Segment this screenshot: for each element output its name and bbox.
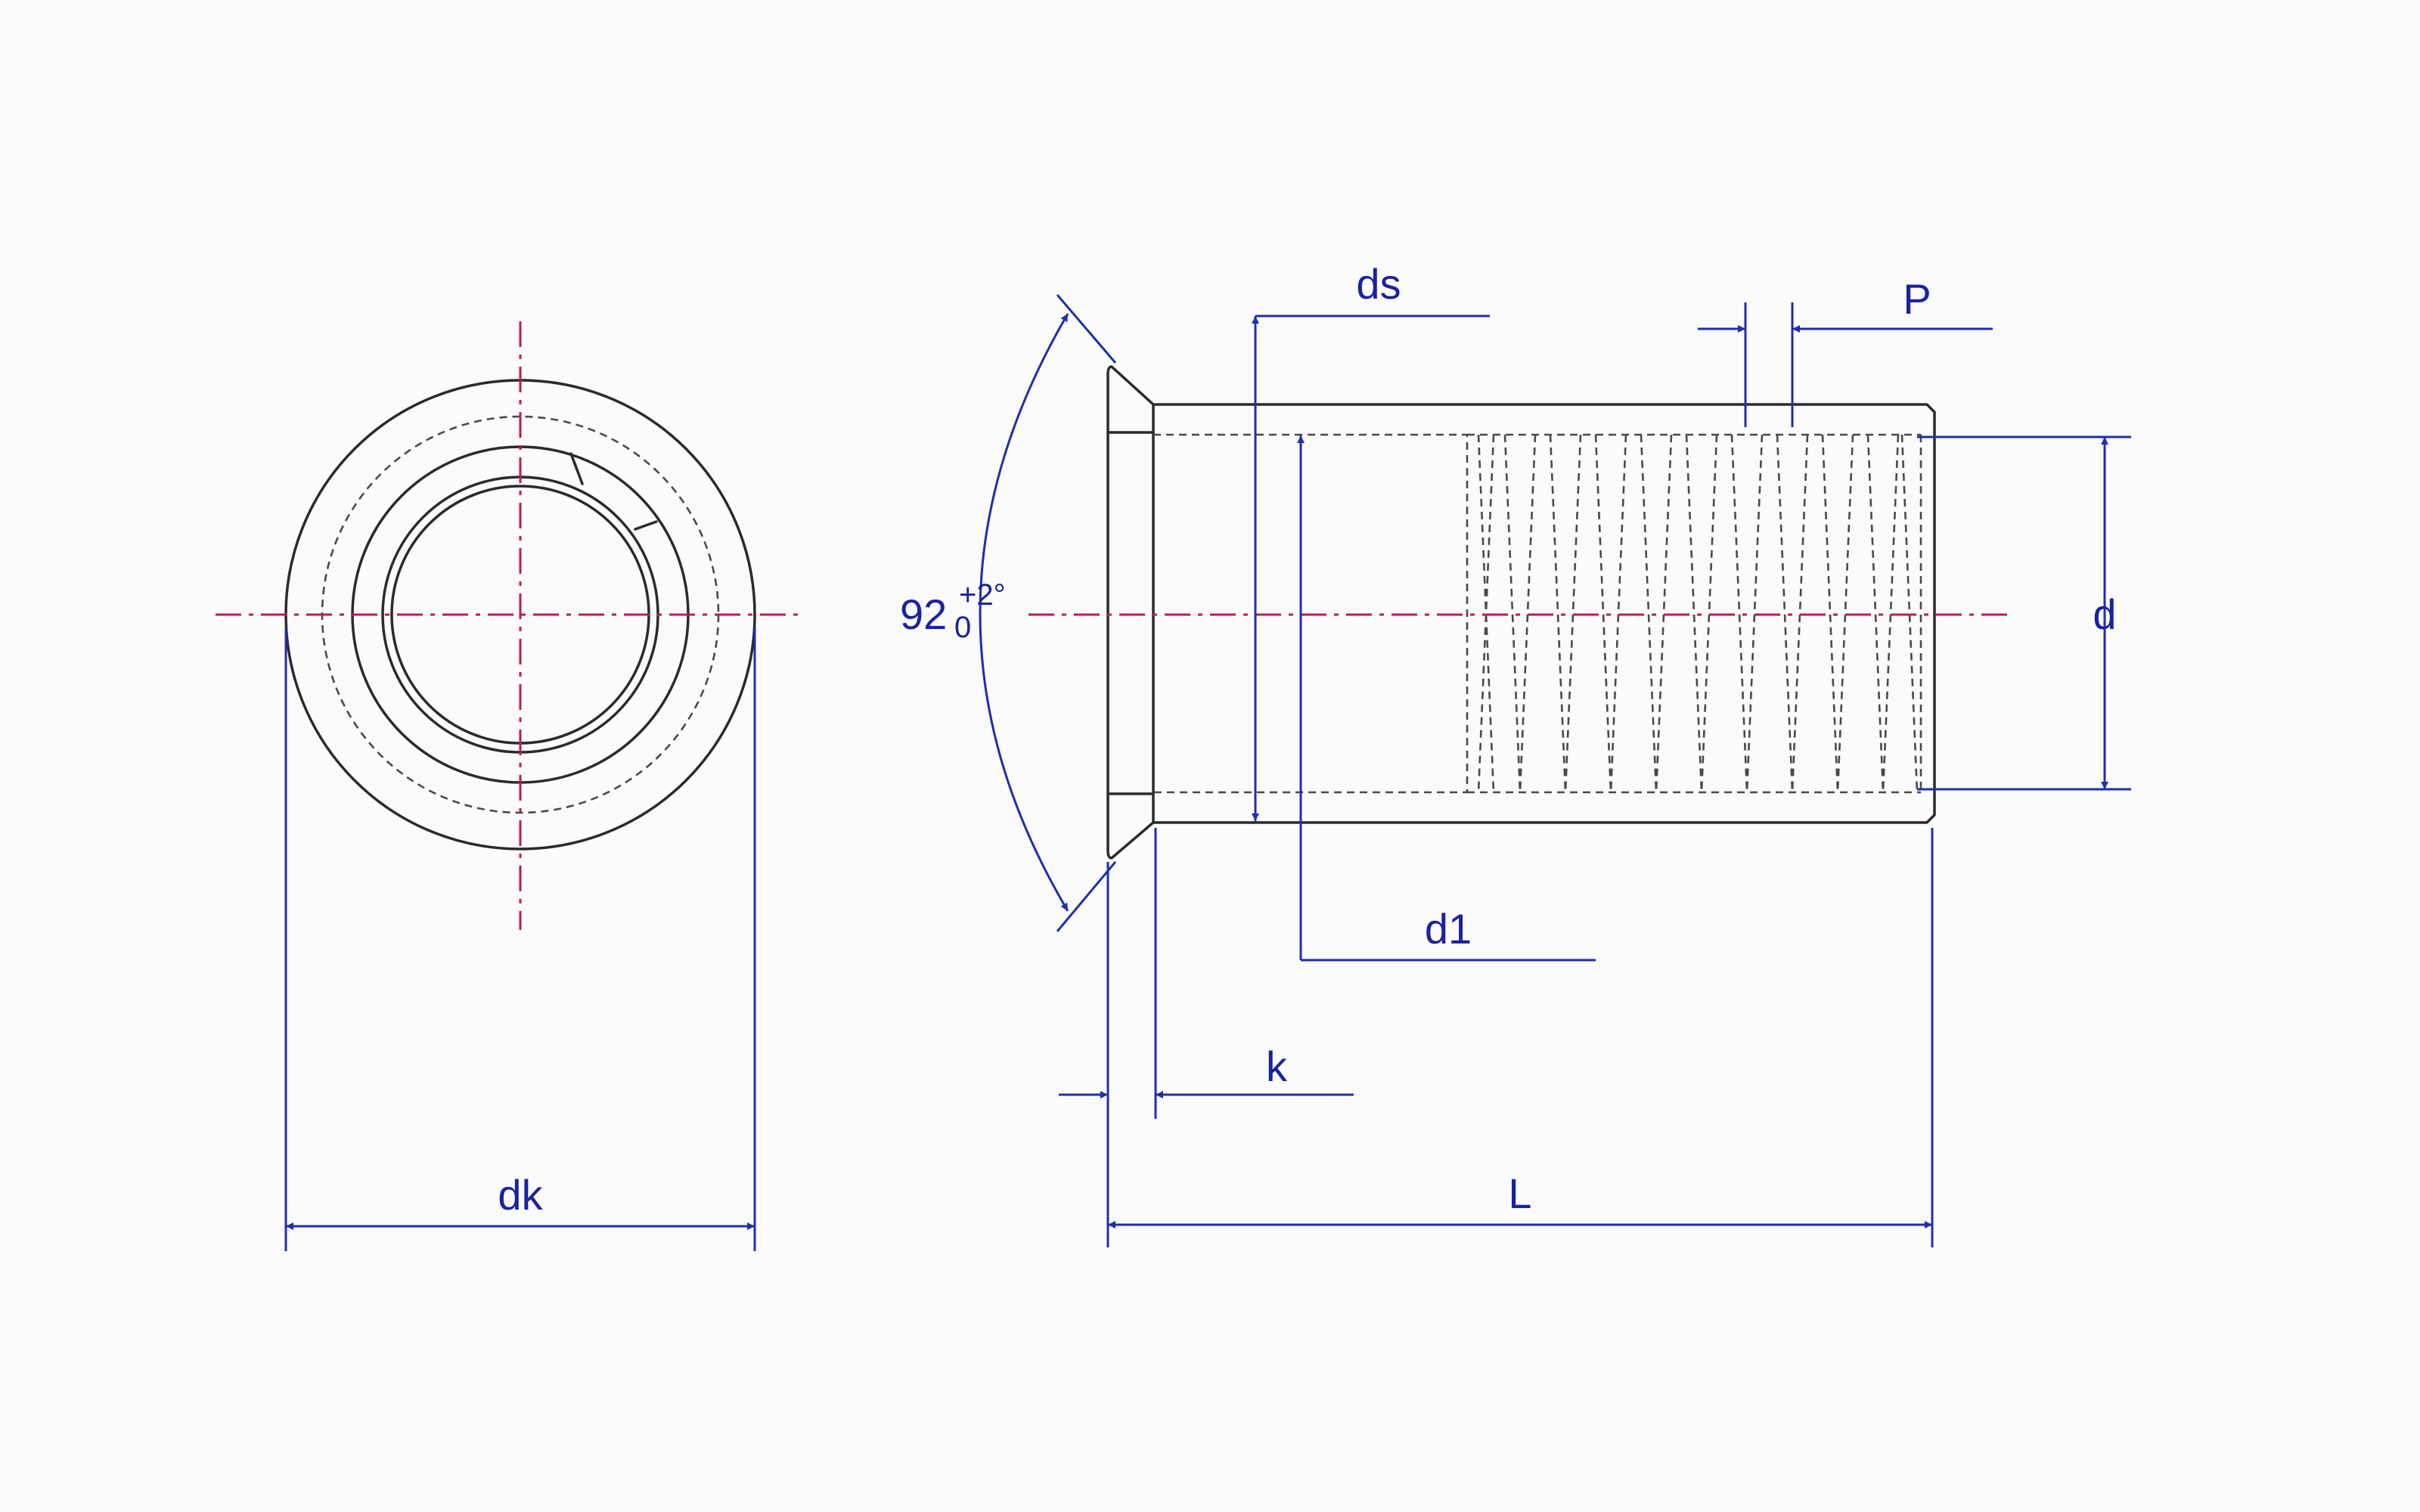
angle-extension-top bbox=[1056, 294, 1117, 364]
angle-lower-tolerance: 0 bbox=[954, 611, 971, 644]
angle-dimension: 92 +2° 0 bbox=[900, 294, 1117, 932]
l-dimension: L bbox=[1108, 828, 1934, 1247]
angle-extension-bottom bbox=[1056, 861, 1117, 932]
k-dimension: k bbox=[1059, 828, 1354, 1247]
d1-dimension: d1 bbox=[1297, 435, 1596, 962]
end-view bbox=[216, 321, 802, 930]
dk-label: dk bbox=[498, 1171, 543, 1219]
d-dimension: d bbox=[1917, 435, 2131, 791]
angle-arc bbox=[979, 313, 1069, 912]
ds-label: ds bbox=[1356, 260, 1401, 308]
thread-start-marks bbox=[569, 452, 658, 531]
ds-dimension: ds bbox=[1252, 260, 1490, 821]
angle-upper-tolerance: +2° bbox=[959, 578, 1006, 612]
dk-dimension: dk bbox=[284, 627, 756, 1251]
p-label: P bbox=[1903, 275, 1931, 323]
side-view bbox=[1028, 365, 2012, 860]
rivet-nut-outline bbox=[1106, 365, 1936, 860]
l-label: L bbox=[1508, 1170, 1531, 1217]
d1-label: d1 bbox=[1425, 905, 1472, 953]
p-dimension: P bbox=[1698, 275, 1993, 427]
d-label: d bbox=[2093, 590, 2116, 638]
hidden-bore bbox=[1153, 433, 1469, 794]
angle-value: 92 bbox=[900, 590, 947, 638]
k-label: k bbox=[1266, 1043, 1288, 1090]
